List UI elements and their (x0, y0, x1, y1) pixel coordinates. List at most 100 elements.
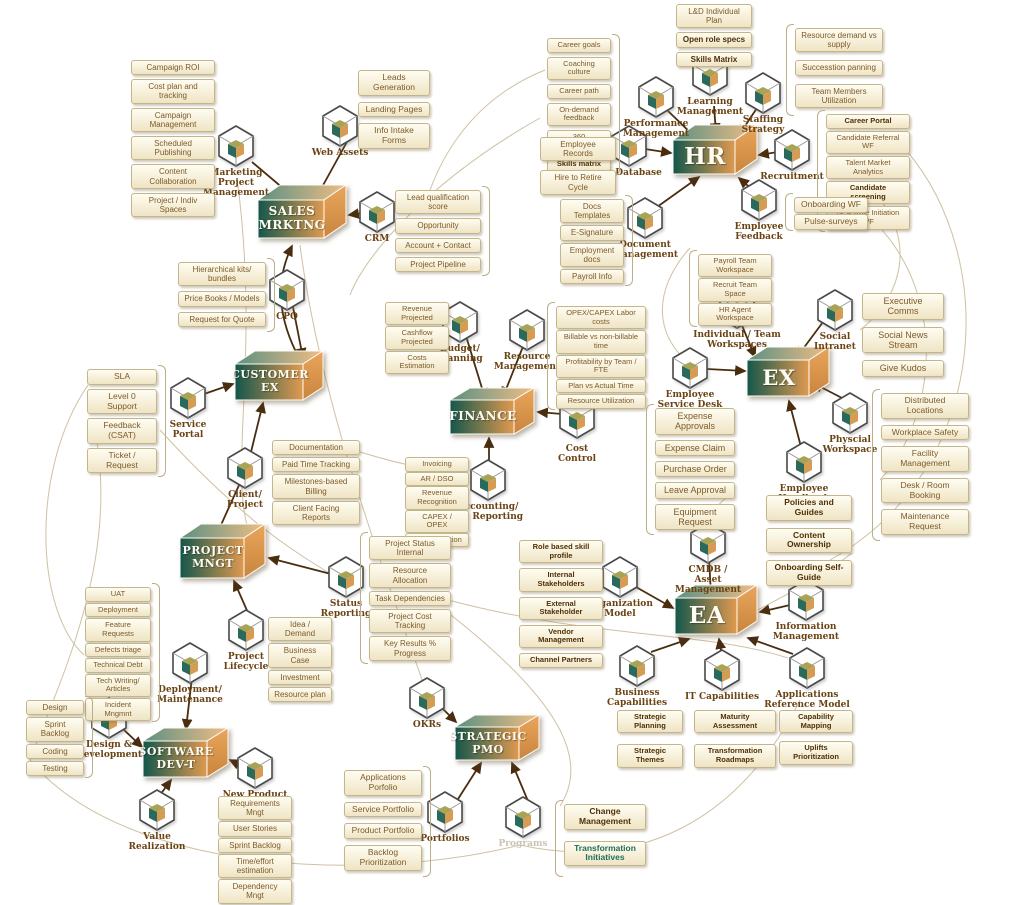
item-skills-matrix[interactable]: Skills Matrix (676, 51, 752, 67)
item-team-members-utilization[interactable]: Team Members Utilization (795, 83, 883, 108)
item-requirements-mngt[interactable]: Requirements Mngt (218, 796, 292, 821)
box-shape-hr[interactable] (671, 124, 759, 175)
item-campaign-roi[interactable]: Campaign ROI (131, 60, 215, 76)
organization-model-cube-icon[interactable] (602, 556, 638, 598)
node-project-mngt[interactable]: PROJECT MNGT (182, 544, 244, 570)
item-uplifts-prioritization[interactable]: Uplifts Prioritization (779, 741, 853, 765)
item-expense-approvals[interactable]: Expense Approvals (655, 408, 735, 435)
portfolios-cube-icon[interactable] (427, 791, 463, 833)
item-info-intake-forms[interactable]: Info Intake Forms (358, 123, 430, 149)
item-desk-room-booking[interactable]: Desk / Room Booking (881, 477, 969, 504)
node-hr[interactable]: HR (684, 142, 726, 170)
item-talent-market-analytics[interactable]: Talent Market Analytics (826, 155, 910, 180)
item-internal-stakeholders[interactable]: Internal Stakeholders (519, 568, 603, 592)
item-expense-claim[interactable]: Expense Claim (655, 439, 735, 457)
web-assets-cube-icon[interactable] (322, 105, 358, 147)
project-lifecycle-cube-icon[interactable] (228, 609, 264, 651)
crm-cube-icon[interactable] (359, 191, 395, 233)
item-vendor-management[interactable]: Vendor Management (519, 624, 603, 648)
item-billable-vs-non-billable-time[interactable]: Billable vs non-billable time (556, 330, 646, 354)
box-shape-finance[interactable] (448, 387, 536, 435)
item-channel-partners[interactable]: Channel Partners (519, 653, 603, 668)
item-tech-writing-articles[interactable]: Tech Writing/ Articles (85, 673, 151, 697)
item-feature-requests[interactable]: Feature Requests (85, 618, 151, 642)
item-resource-demand-vs-supply[interactable]: Resource demand vs supply (795, 28, 883, 53)
item-leads-generation[interactable]: Leads Generation (358, 70, 430, 96)
item-maintenance-request[interactable]: Maintenance Request (881, 509, 969, 535)
item-testing[interactable]: Testing (26, 760, 84, 776)
item-revenue-projected[interactable]: Revenue Projected (385, 302, 449, 326)
item-resource-utilization[interactable]: Resource Utilization (556, 394, 646, 409)
information-management-cube-icon[interactable] (788, 579, 824, 621)
service-portal-cube-icon[interactable] (170, 377, 206, 419)
item-resource-plan[interactable]: Resource plan (268, 686, 332, 703)
item-level-0-support[interactable]: Level 0 Support (87, 388, 157, 415)
item-hr-agent-workspace[interactable]: HR Agent Workspace (698, 302, 772, 326)
item-workplace-safety[interactable]: Workplace Safety (881, 424, 969, 441)
item-design[interactable]: Design (26, 700, 84, 716)
cmdb-asset-management-cube-icon[interactable] (690, 522, 726, 564)
box-shape-software-dev-t[interactable] (141, 727, 230, 778)
item-recruit-team-space[interactable]: Recruit Team Space (698, 278, 772, 302)
item-task-dependencies[interactable]: Task Dependencies (369, 590, 451, 606)
node-strategic-pmo[interactable]: STRATEGIC PMO (449, 729, 527, 756)
new-product-cube-icon[interactable] (237, 747, 273, 789)
item-cost-plan-and-tracking[interactable]: Cost plan and tracking (131, 79, 215, 104)
item-change-management[interactable]: Change Management (564, 804, 646, 830)
item-scheduled-publishing[interactable]: Scheduled Publishing (131, 135, 215, 161)
item-campaign-management[interactable]: Campaign Management (131, 107, 215, 132)
accounting-fin-reporting-cube-icon[interactable] (470, 459, 506, 501)
node-customer-ex[interactable]: CUSTOMER EX (231, 368, 309, 394)
item-landing-pages[interactable]: Landing Pages (358, 101, 430, 118)
item-deployment[interactable]: Deployment (85, 602, 151, 618)
item-e-signature[interactable]: E-Signature (560, 225, 624, 241)
item-milestones-based-billing[interactable]: Milestones-based Billing (272, 474, 360, 499)
item-time-effort-estimation[interactable]: Time/effort estimation (218, 853, 292, 879)
client-project-cube-icon[interactable] (227, 447, 263, 489)
item-capex-opex[interactable]: CAPEX / OPEX (405, 509, 469, 533)
item-uat[interactable]: UAT (85, 587, 151, 602)
item-purchase-order[interactable]: Purchase Order (655, 461, 735, 478)
okrs-cube-icon[interactable] (409, 677, 445, 719)
item-executive-comms[interactable]: Executive Comms (862, 293, 944, 320)
item-dependency-mngt[interactable]: Dependency Mngt (218, 879, 292, 904)
programs-cube-icon[interactable] (505, 796, 541, 838)
item-career-goals[interactable]: Career goals (547, 38, 611, 53)
item-opportunity[interactable]: Opportunity (395, 218, 481, 234)
item-defects-triage[interactable]: Defects triage (85, 642, 151, 658)
item-give-kudos[interactable]: Give Kudos (862, 360, 944, 377)
item-docs-templates[interactable]: Docs Templates (560, 199, 624, 224)
item-user-stories[interactable]: User Stories (218, 821, 292, 837)
item-onboarding-self-guide[interactable]: Onboarding Self- Guide (766, 560, 852, 586)
item-account-contact[interactable]: Account + Contact (395, 237, 481, 253)
item-resource-allocation[interactable]: Resource Allocation (369, 563, 451, 588)
item-facility-management[interactable]: Facility Management (881, 446, 969, 472)
item-investment[interactable]: Investment (268, 669, 332, 685)
resource-management-cube-icon[interactable] (509, 309, 545, 351)
item-plan-vs-actual-time[interactable]: Plan vs Actual Time (556, 378, 646, 394)
item-service-portfolio[interactable]: Service Portfolio (344, 801, 422, 818)
item-incident-mngmnt[interactable]: Incident Mngmnt (85, 698, 151, 722)
node-ex[interactable]: EX (762, 364, 796, 390)
item-price-books-models[interactable]: Price Books / Models (178, 291, 266, 307)
item-policies-and-guides[interactable]: Policies and Guides (766, 495, 852, 521)
item-technical-debt[interactable]: Technical Debt (85, 658, 151, 673)
item-client-facing-reports[interactable]: Client Facing Reports (272, 500, 360, 526)
item-revenue-recognition[interactable]: Revenue Recognition (405, 486, 469, 510)
node-ea[interactable]: EA (688, 601, 726, 629)
item-idea-demand[interactable]: Idea / Demand (268, 617, 332, 642)
cpq-cube-icon[interactable] (269, 269, 305, 311)
box-shape-sales-mrktng[interactable] (256, 184, 348, 239)
item-project-cost-tracking[interactable]: Project Cost Tracking (369, 608, 451, 634)
item-profitability-by-team-fte[interactable]: Profitability by Team / FTE (556, 354, 646, 378)
item-social-news-stream[interactable]: Social News Stream (862, 326, 944, 354)
item-employment-docs[interactable]: Employment docs (560, 242, 624, 267)
item-ar-dso[interactable]: AR / DSO (405, 471, 469, 487)
item-content-ownership[interactable]: Content Ownership (766, 527, 852, 554)
item-coding[interactable]: Coding (26, 743, 84, 759)
item-costs-estimation[interactable]: Costs Estimation (385, 350, 449, 374)
item-capability-mapping[interactable]: Capability Mapping (779, 710, 853, 734)
item-cashflow-projected[interactable]: Cashflow Projected (385, 326, 449, 350)
it-capabilities-cube-icon[interactable] (704, 649, 740, 691)
item-invoicing[interactable]: Invoicing (405, 457, 469, 472)
